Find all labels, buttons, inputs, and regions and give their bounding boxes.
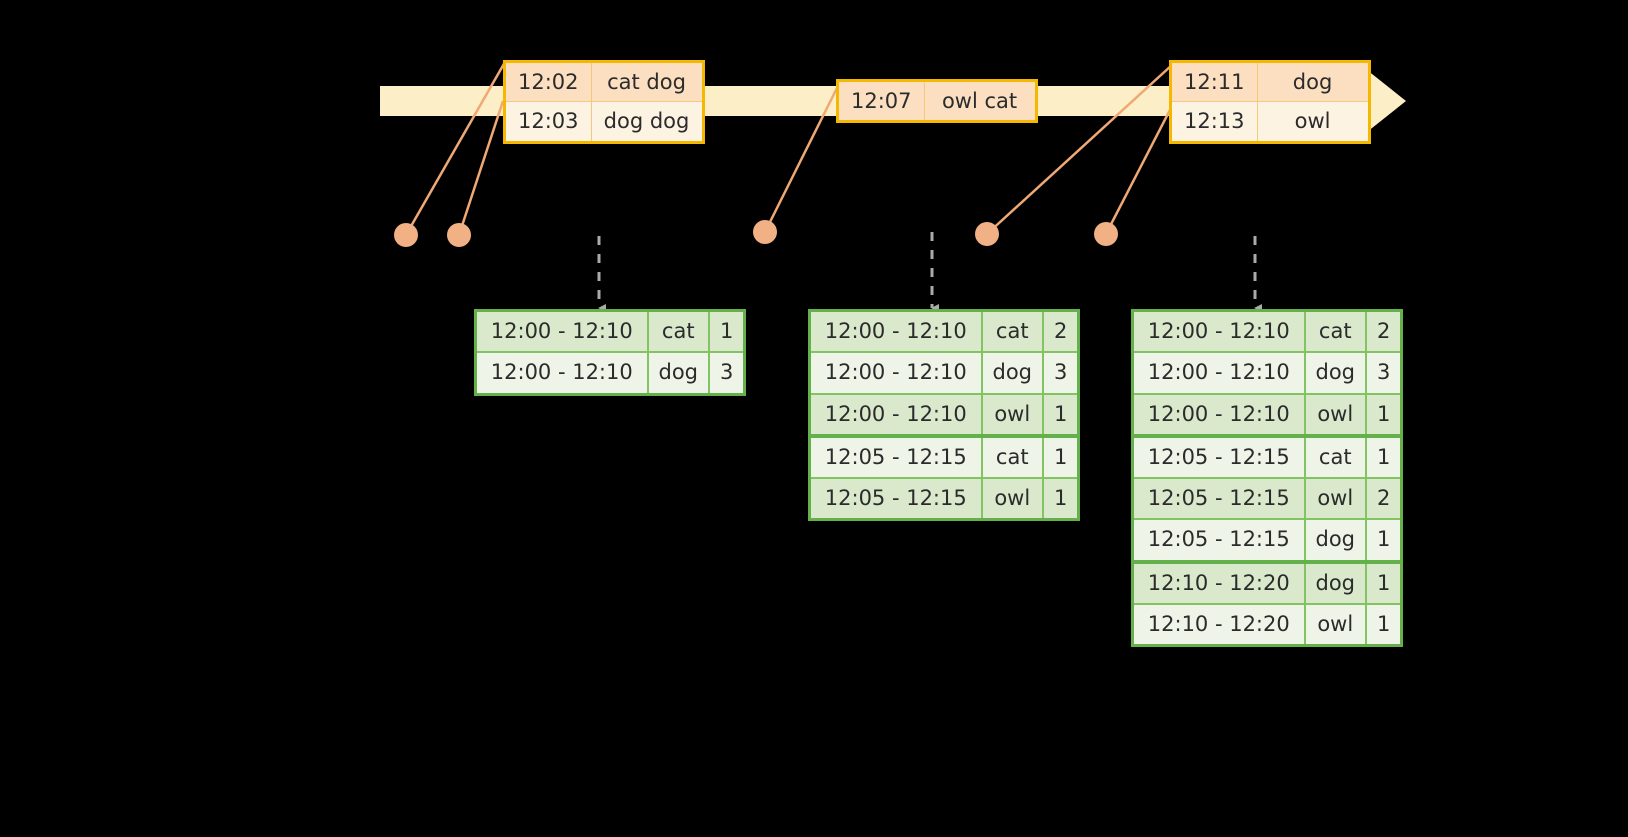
result-count-cell: 1: [708, 309, 746, 354]
event-time-cell: 12:03: [504, 101, 592, 143]
result-word-cell: cat: [1303, 309, 1368, 354]
emit-arrow-group: [597, 232, 1262, 312]
event-words-cell: owl: [1256, 101, 1370, 143]
result-window-cell: 12:05 - 12:15: [808, 477, 983, 521]
result-count-cell: 1: [1365, 392, 1403, 437]
result-window-cell: 12:10 - 12:20: [1131, 559, 1306, 606]
result-window-cell: 12:05 - 12:15: [1131, 433, 1306, 480]
result-window-cell: 12:00 - 12:10: [808, 392, 983, 437]
result-count-cell: 1: [1365, 433, 1403, 480]
result-word-cell: owl: [1303, 477, 1368, 521]
event-time-cell: 12:11: [1170, 60, 1258, 103]
result-window-cell: 12:00 - 12:10: [474, 351, 649, 396]
result-word-cell: cat: [980, 309, 1045, 354]
trigger-dot-3: [753, 220, 777, 244]
event-words-cell: dog dog: [590, 101, 704, 143]
event-words-cell: dog: [1256, 60, 1370, 103]
result-word-cell: cat: [646, 309, 711, 354]
connector-line-5: [1104, 105, 1174, 235]
trigger-dot-2: [447, 223, 471, 247]
result-word-cell: owl: [980, 477, 1045, 521]
result-count-cell: 1: [1365, 518, 1403, 563]
result-window-cell: 12:05 - 12:15: [808, 433, 983, 480]
connector-line-3: [763, 81, 842, 233]
result-window-cell: 12:00 - 12:10: [1131, 392, 1306, 437]
result-count-cell: 1: [1042, 477, 1080, 521]
result-window-cell: 12:05 - 12:15: [1131, 477, 1306, 521]
trigger-dot-1: [394, 223, 418, 247]
trigger-dot-4: [975, 222, 999, 246]
result-window-cell: 12:10 - 12:20: [1131, 603, 1306, 647]
trigger-dot-5: [1094, 222, 1118, 246]
event-time-cell: 12:13: [1170, 101, 1258, 143]
result-window-cell: 12:00 - 12:10: [474, 309, 649, 354]
result-word-cell: dog: [646, 351, 711, 396]
result-count-cell: 2: [1365, 309, 1403, 354]
result-window-cell: 12:00 - 12:10: [1131, 309, 1306, 354]
result-word-cell: dog: [1303, 559, 1368, 606]
result-window-cell: 12:00 - 12:10: [808, 309, 983, 354]
event-words-cell: cat dog: [590, 60, 704, 103]
result-window-cell: 12:00 - 12:10: [1131, 351, 1306, 395]
result-word-cell: owl: [980, 392, 1045, 437]
result-count-cell: 1: [1365, 603, 1403, 647]
result-word-cell: cat: [1303, 433, 1368, 480]
result-window-cell: 12:00 - 12:10: [808, 351, 983, 395]
result-word-cell: dog: [1303, 351, 1368, 395]
event-words-cell: owl cat: [923, 79, 1037, 123]
result-word-cell: owl: [1303, 392, 1368, 437]
event-time-cell: 12:07: [837, 79, 925, 123]
result-count-cell: 2: [1365, 477, 1403, 521]
result-count-cell: 3: [1365, 351, 1403, 395]
result-window-cell: 12:05 - 12:15: [1131, 518, 1306, 563]
result-word-cell: dog: [980, 351, 1045, 395]
result-count-cell: 2: [1042, 309, 1080, 354]
event-time-cell: 12:02: [504, 60, 592, 103]
result-count-cell: 3: [708, 351, 746, 396]
result-word-cell: dog: [1303, 518, 1368, 563]
result-count-cell: 3: [1042, 351, 1080, 395]
connector-line-2: [457, 100, 505, 236]
result-count-cell: 1: [1042, 392, 1080, 437]
trigger-dot-group: [394, 220, 1118, 247]
result-count-cell: 1: [1042, 433, 1080, 480]
result-word-cell: owl: [1303, 603, 1368, 647]
result-word-cell: cat: [980, 433, 1045, 480]
result-count-cell: 1: [1365, 559, 1403, 606]
connector-line-1: [404, 61, 507, 236]
